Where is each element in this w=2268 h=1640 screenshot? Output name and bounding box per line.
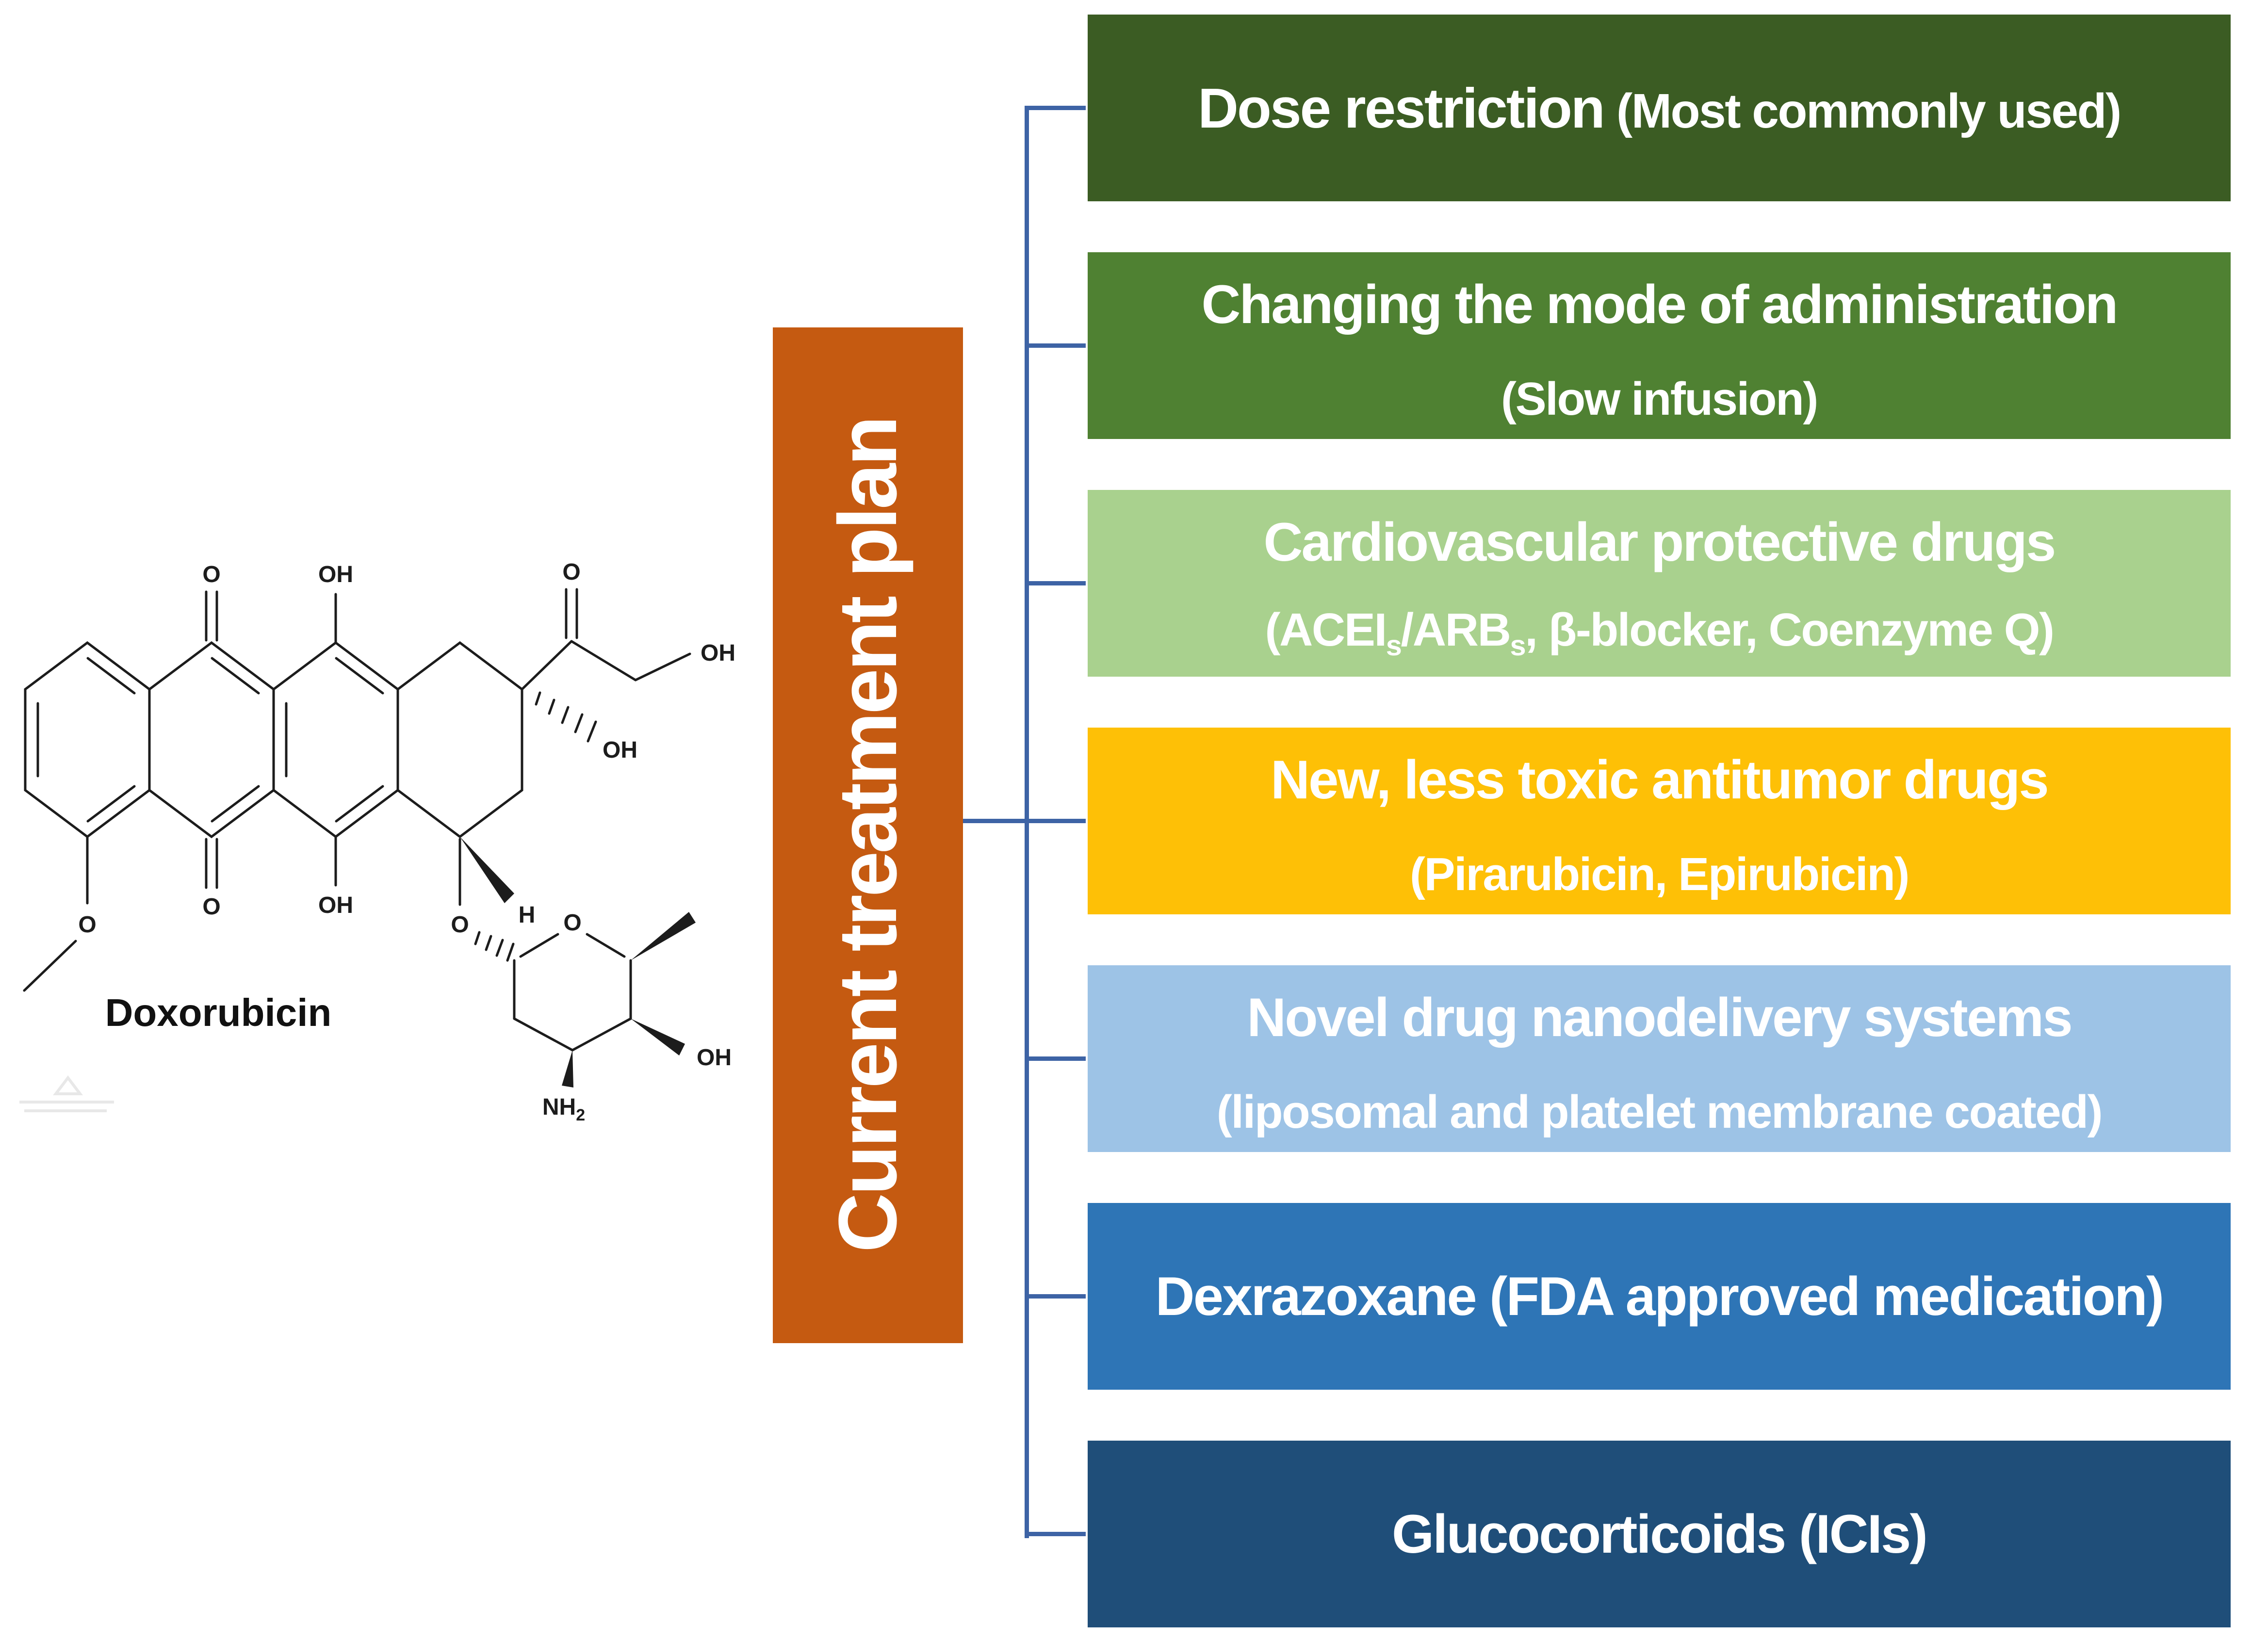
ch3-wedge <box>631 912 696 960</box>
bar-5-main: Novel drug nanodelivery systems <box>1247 987 2072 1048</box>
bar-nanodelivery-systems: Novel drug nanodelivery systems (liposom… <box>1088 965 2231 1152</box>
h-c7-label: H <box>519 902 536 928</box>
ring-c <box>272 641 399 839</box>
bar-5-sub: (liposomal and platelet membrane coated) <box>1216 1086 2103 1138</box>
bar-3-sub: (ACEIs/ARBs, β-blocker, Coenzyme Q) <box>1265 604 2055 662</box>
branch-2 <box>1025 343 1086 348</box>
o-top-ketone-label: O <box>202 562 220 587</box>
bar-1-main: Dose restriction <box>1198 76 1605 140</box>
bar-6-main: Dexrazoxane (FDA approved medication) <box>1155 1266 2165 1327</box>
o-glycosidic-label: O <box>451 912 469 938</box>
h-wedge <box>460 837 514 903</box>
oh-sugar-wedge <box>631 1019 685 1055</box>
branch-7 <box>1025 1532 1086 1536</box>
branch-5 <box>1025 1056 1086 1061</box>
side-chain <box>521 588 691 691</box>
bar-dose-restriction: Dose restriction (Most commonly used) <box>1088 15 2231 201</box>
nh2-sugar-label: NH2 <box>542 1094 585 1124</box>
branch-4 <box>1025 819 1086 823</box>
o-bottom-ketone-label: O <box>202 894 220 920</box>
o-methoxy-label: O <box>78 912 96 938</box>
c9-oh-hash-bond <box>535 691 597 743</box>
sugar-ring <box>513 933 632 1052</box>
nh2-wedge <box>562 1050 573 1088</box>
ring-d <box>396 641 523 839</box>
bar-cardioprotective-drugs: Cardiovascular protective drugs (ACEIs/A… <box>1088 490 2231 677</box>
oh-c9-label: OH <box>603 737 637 763</box>
branch-3 <box>1025 581 1086 585</box>
o-side-ketone-label: O <box>562 559 580 585</box>
banner-label: Current treatment plan <box>822 418 914 1253</box>
bar-2-sub: (Slow infusion) <box>1501 373 1818 425</box>
bar-less-toxic-antitumor-drugs: New, less toxic antitumor drugs (Pirarub… <box>1088 728 2231 914</box>
banner-current-treatment-plan: Current treatment plan <box>773 327 963 1343</box>
aromatic-double-bonds <box>36 657 384 823</box>
bar-1-sub: (Most commonly used) <box>1616 83 2121 138</box>
glycosidic-hash-bond <box>474 931 515 962</box>
watermark <box>19 1075 114 1112</box>
oh-side-end-label: OH <box>701 640 735 666</box>
branch-6 <box>1025 1294 1086 1299</box>
branch-1 <box>1025 106 1086 110</box>
connector-banner-to-trunk <box>963 819 1027 823</box>
bar-4-main: New, less toxic antitumor drugs <box>1271 749 2049 810</box>
oh-sugar-label: OH <box>697 1045 732 1071</box>
bar-4-sub: (Pirarubicin, Epirubicin) <box>1409 848 1910 900</box>
bar-3-main: Cardiovascular protective drugs <box>1263 512 2056 572</box>
bar-glucocorticoids: Glucocorticoids (ICIs) <box>1088 1441 2231 1627</box>
ketone-bonds <box>205 590 218 889</box>
oh-bottom-label: OH <box>318 893 353 918</box>
methoxy-ch3-bond <box>23 940 77 992</box>
ring-a <box>24 641 151 839</box>
bar-mode-of-administration: Changing the mode of administration (Slo… <box>1088 252 2231 439</box>
bar-dexrazoxane: Dexrazoxane (FDA approved medication) <box>1088 1203 2231 1390</box>
bar-7-main: Glucocorticoids (ICIs) <box>1391 1503 1928 1564</box>
ring-b <box>148 641 275 839</box>
molecule-name-label: Doxorubicin <box>105 991 332 1034</box>
bar-2-main: Changing the mode of administration <box>1201 274 2119 335</box>
doxorubicin-structure: O O OH OH O O OH OH H <box>19 559 735 1124</box>
oh-top-label: OH <box>318 562 353 587</box>
o-ring-sugar-label: O <box>563 910 581 936</box>
